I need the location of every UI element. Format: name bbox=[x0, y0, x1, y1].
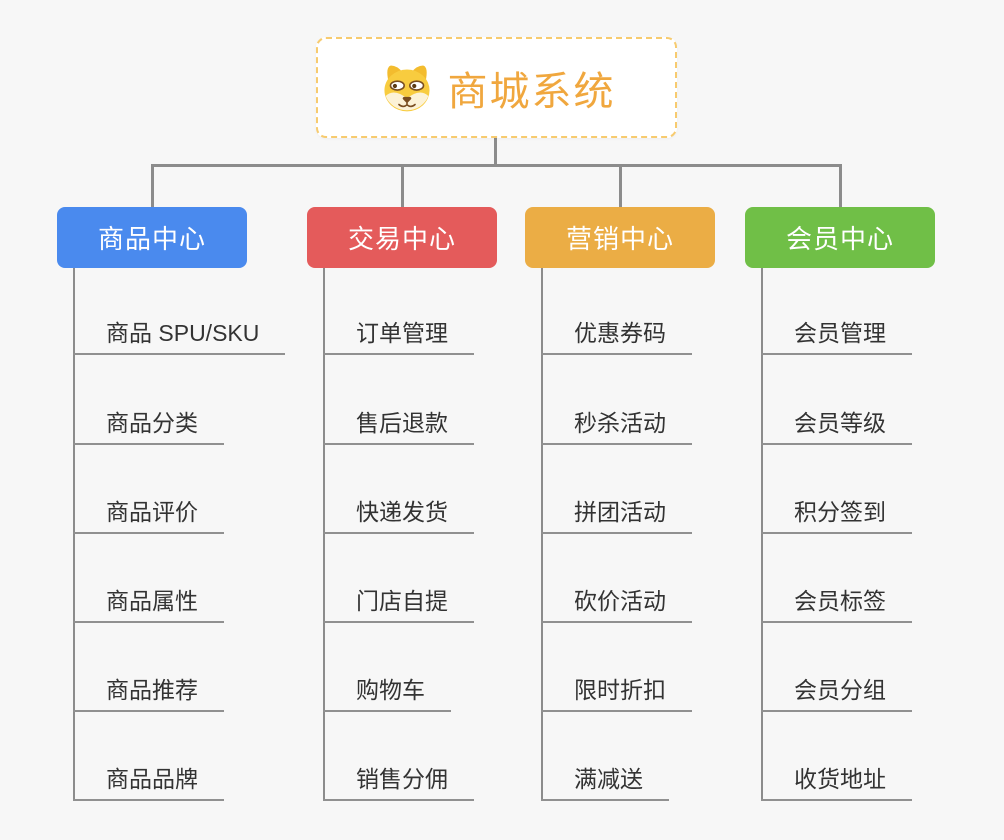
subtopic[interactable]: 商品推荐 bbox=[73, 674, 224, 712]
subtopic[interactable]: 销售分佣 bbox=[323, 763, 474, 801]
branch-topic-3[interactable]: 营销中心 bbox=[525, 207, 715, 268]
branch-topic-2[interactable]: 交易中心 bbox=[307, 207, 497, 268]
subtopic[interactable]: 会员管理 bbox=[761, 317, 912, 355]
subtopic[interactable]: 拼团活动 bbox=[541, 496, 692, 534]
horizontal-connector-line bbox=[150, 164, 842, 167]
branch-connector-line bbox=[618, 164, 622, 207]
subtree-trunk-line bbox=[323, 268, 325, 801]
subtopic[interactable]: 门店自提 bbox=[323, 585, 474, 623]
subtopic[interactable]: 会员等级 bbox=[761, 407, 912, 445]
subtopic[interactable]: 会员标签 bbox=[761, 585, 912, 623]
root-topic-title: 商城系统 bbox=[447, 69, 616, 114]
subtopic[interactable]: 购物车 bbox=[323, 674, 451, 712]
subtopic[interactable]: 商品属性 bbox=[73, 585, 224, 623]
subtopic[interactable]: 商品 SPU/SKU bbox=[73, 317, 286, 355]
branch-connector-line bbox=[400, 164, 404, 207]
subtopic[interactable]: 订单管理 bbox=[323, 317, 474, 355]
subtopic[interactable]: 商品品牌 bbox=[73, 763, 224, 801]
root-topic[interactable]: 商城系统 bbox=[316, 37, 677, 138]
subtopic[interactable]: 快递发货 bbox=[323, 496, 474, 534]
root-connector-line bbox=[493, 138, 497, 167]
subtopic[interactable]: 商品分类 bbox=[73, 407, 224, 445]
subtopic[interactable]: 商品评价 bbox=[73, 496, 224, 534]
subtopic[interactable]: 限时折扣 bbox=[541, 674, 692, 712]
branch-topic-1[interactable]: 商品中心 bbox=[57, 207, 247, 268]
branch-topic-label: 商品中心 bbox=[97, 224, 206, 254]
branch-connector-line bbox=[838, 164, 842, 207]
subtopic[interactable]: 售后退款 bbox=[323, 407, 474, 445]
subtopic[interactable]: 砍价活动 bbox=[541, 585, 692, 623]
subtree-trunk-line bbox=[73, 268, 75, 801]
subtopic[interactable]: 满减送 bbox=[541, 763, 669, 801]
subtopic[interactable]: 优惠券码 bbox=[541, 317, 692, 355]
subtopic[interactable]: 积分签到 bbox=[761, 496, 912, 534]
branch-topic-4[interactable]: 会员中心 bbox=[745, 207, 935, 268]
subtree-trunk-line bbox=[761, 268, 763, 801]
dog-face-icon bbox=[383, 64, 430, 111]
branch-topic-label: 交易中心 bbox=[347, 224, 456, 254]
subtopic[interactable]: 秒杀活动 bbox=[541, 407, 692, 445]
branch-connector-line bbox=[150, 164, 154, 207]
subtopic[interactable]: 收货地址 bbox=[761, 763, 912, 801]
subtopic[interactable]: 会员分组 bbox=[761, 674, 912, 712]
branch-topic-label: 会员中心 bbox=[785, 224, 894, 254]
branch-topic-label: 营销中心 bbox=[565, 224, 674, 254]
subtree-trunk-line bbox=[541, 268, 543, 801]
